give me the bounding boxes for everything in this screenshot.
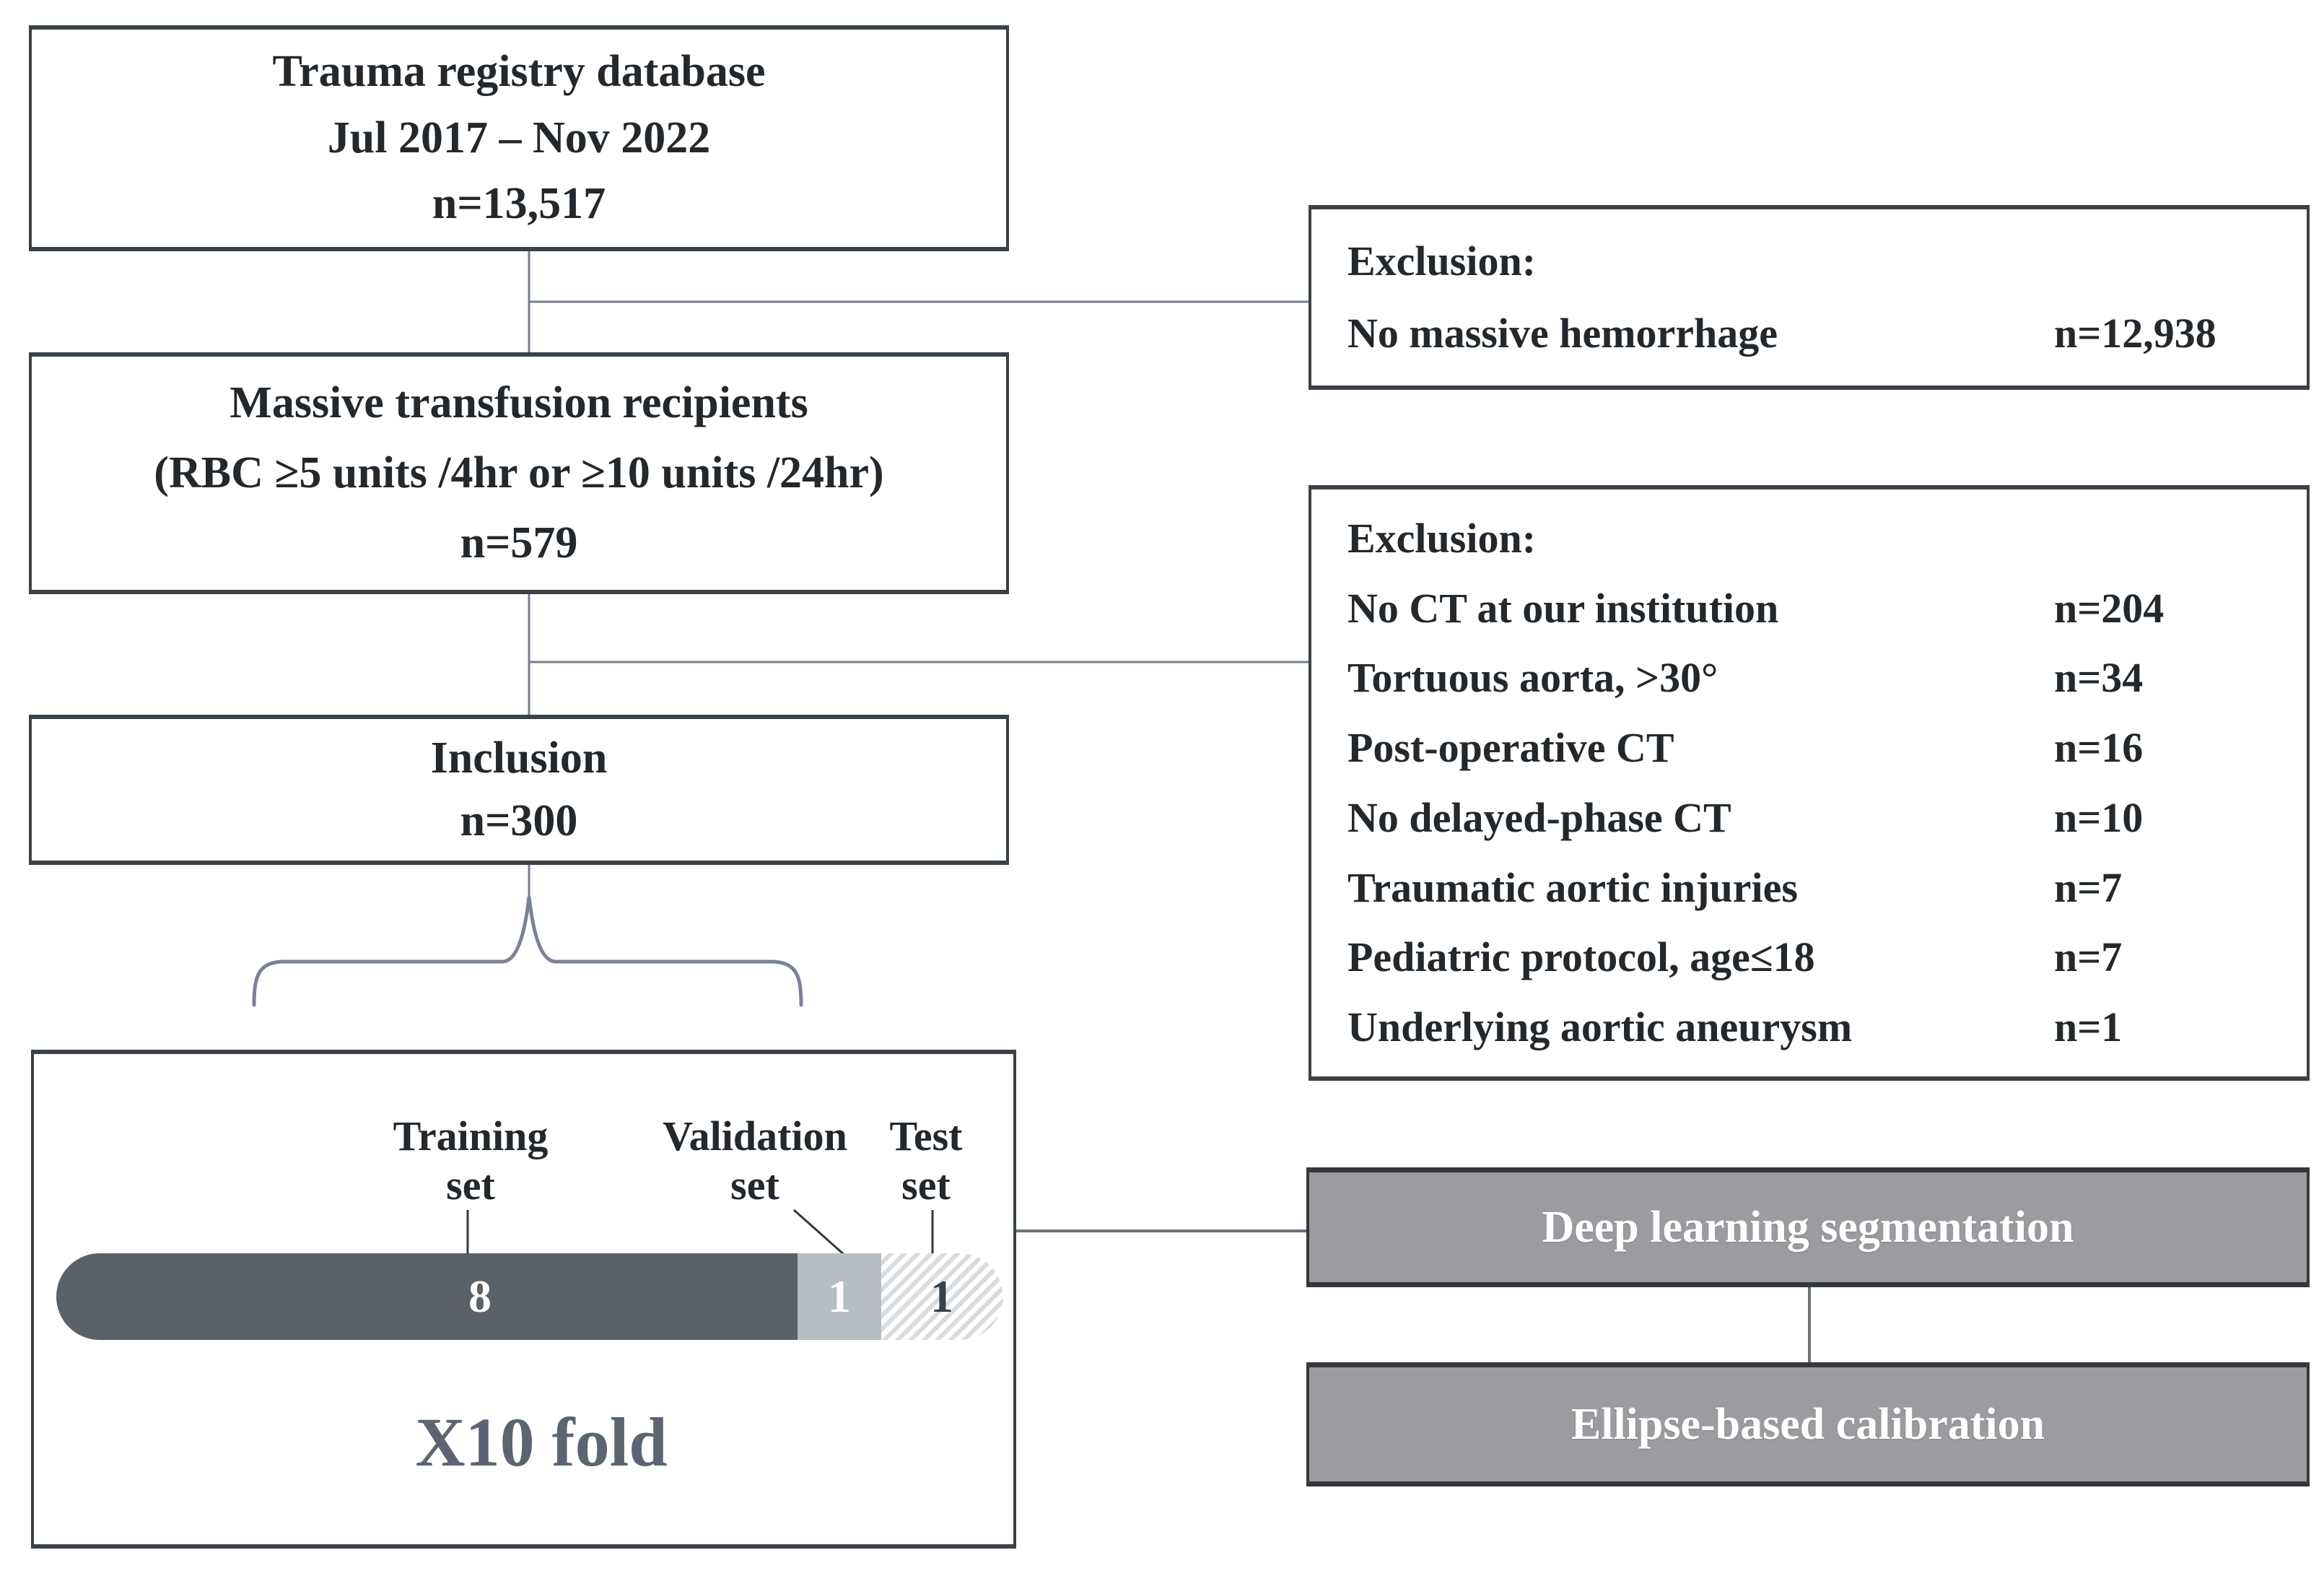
training-fold-count: 8	[468, 1271, 492, 1322]
registry-count: n=13,517	[432, 179, 606, 229]
transfusion-count: n=579	[460, 518, 578, 567]
exclusion-1-title: Exclusion:	[1347, 237, 1537, 284]
registry-title: Trauma registry database	[272, 47, 766, 97]
exclusion-box-1: Exclusion: No massive hemorrhage n=12,93…	[1309, 205, 2310, 390]
exclusion-item-count: n=16	[2054, 724, 2144, 772]
brace	[252, 896, 803, 1007]
exclusion-item-label: Tortuous aorta, >30°	[1347, 654, 1718, 702]
exclusion-2-title: Exclusion:	[1347, 514, 1537, 562]
inclusion-title: Inclusion	[430, 733, 608, 783]
exclusion-item-label: Traumatic aortic injuries	[1347, 863, 1798, 911]
exclusion-item-count: n=34	[2054, 654, 2144, 702]
training-set-label: Training set	[393, 1113, 549, 1209]
exclusion-item-count: n=10	[2054, 793, 2144, 841]
exclusion-item-label: No delayed-phase CT	[1347, 793, 1731, 841]
exclusion-item-label: No massive hemorrhage	[1347, 310, 1778, 357]
transfusion-criteria: (RBC ≥5 units /4hr or ≥10 units /24hr)	[154, 448, 884, 497]
exclusion-1-title-row: Exclusion:	[1347, 240, 2271, 282]
exclusion-box-2: Exclusion: No CT at our institution n=20…	[1309, 485, 2310, 1081]
exclusion-item-label: No CT at our institution	[1347, 584, 1779, 632]
registry-dates: Jul 2017 – Nov 2022	[327, 113, 711, 162]
process-2-label: Ellipse-based calibration	[1571, 1399, 2045, 1449]
transfusion-title: Massive transfusion recipients	[230, 378, 808, 427]
registry-box: Trauma registry database Jul 2017 – Nov …	[29, 25, 1009, 251]
exclusion-item-count: n=7	[2054, 933, 2123, 981]
training-segment	[56, 1253, 798, 1340]
exclusion-item: Post-operative CT n=16	[1347, 727, 2271, 769]
transfusion-box: Massive transfusion recipients (RBC ≥5 u…	[29, 352, 1009, 594]
exclusion-item: Pediatric protocol, age≤18 n=7	[1347, 936, 2271, 978]
validation-leader-line	[793, 1209, 847, 1258]
exclusion-item-count: n=1	[2054, 1003, 2123, 1051]
fold-caption: X10 fold	[415, 1403, 668, 1481]
inclusion-box: Inclusion n=300	[29, 715, 1009, 865]
validation-set-label: Validation set	[663, 1113, 847, 1209]
exclusion-item-label: Post-operative CT	[1347, 724, 1674, 772]
validation-segment	[798, 1253, 881, 1340]
test-fold-count: 1	[930, 1271, 953, 1322]
exclusion-item: No massive hemorrhage n=12,938	[1347, 313, 2271, 354]
exclusion-item-count: n=204	[2054, 584, 2164, 632]
exclusion-item-count: n=7	[2054, 863, 2123, 911]
exclusion-item: Traumatic aortic injuries n=7	[1347, 863, 2271, 911]
exclusion-item-count: n=12,938	[2054, 310, 2216, 357]
validation-fold-count: 1	[828, 1271, 851, 1322]
test-segment	[881, 1253, 1003, 1340]
exclusion-2-title-row: Exclusion:	[1347, 514, 2271, 562]
exclusion-item: No CT at our institution n=204	[1347, 584, 2271, 632]
inclusion-count: n=300	[460, 796, 578, 845]
process-box-calibration: Ellipse-based calibration	[1306, 1362, 2310, 1486]
process-1-label: Deep learning segmentation	[1542, 1202, 2074, 1252]
exclusion-item: Tortuous aorta, >30° n=34	[1347, 657, 2271, 699]
exclusion-item-label: Underlying aortic aneurysm	[1347, 1003, 1853, 1051]
exclusion-item: No delayed-phase CT n=10	[1347, 793, 2271, 841]
exclusion-item-label: Pediatric protocol, age≤18	[1347, 933, 1815, 981]
test-set-label: Test set	[889, 1113, 963, 1209]
fold-split-bar	[56, 1253, 1003, 1340]
process-box-deep-learning: Deep learning segmentation	[1306, 1167, 2310, 1287]
exclusion-item: Underlying aortic aneurysm n=1	[1347, 1006, 2271, 1048]
